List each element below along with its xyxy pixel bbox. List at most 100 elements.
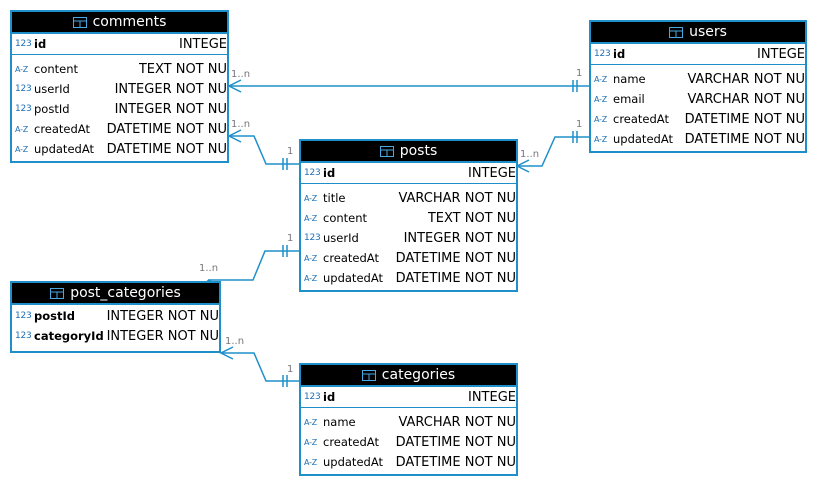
rel-label-one: 1	[287, 146, 294, 157]
column-type: TEXT NOT NU	[427, 210, 516, 226]
one-mark-postcategories-posts	[282, 245, 288, 257]
column-row[interactable]: 123 postId INTEGER NOT NU	[12, 99, 227, 119]
table-icon	[669, 26, 684, 38]
text-type-icon: A-Z	[594, 74, 608, 84]
column-name: postId	[34, 309, 75, 323]
column-type: VARCHAR NOT NU	[398, 190, 516, 206]
column-row[interactable]: A-Z updatedAt DATETIME NOT NU	[12, 139, 227, 159]
column-row[interactable]: 123 id INTEGE	[12, 34, 227, 54]
rel-label-many: 1..n	[231, 119, 251, 130]
entity-title: posts	[399, 143, 438, 159]
one-mark-comments-posts	[282, 158, 288, 170]
column-row[interactable]: 123 id INTEGE	[301, 163, 516, 183]
column-row[interactable]: A-Z createdAt DATETIME NOT NU	[591, 109, 805, 129]
column-name: name	[323, 415, 356, 429]
text-type-icon: A-Z	[304, 437, 318, 447]
pk-section: 123 id INTEGE	[591, 44, 805, 65]
text-type-icon: A-Z	[304, 457, 318, 467]
column-name: id	[34, 37, 47, 51]
table-icon	[379, 145, 394, 157]
entity-title: post_categories	[70, 285, 181, 301]
entity-title: categories	[381, 367, 456, 383]
column-row[interactable]: A-Z content TEXT NOT NU	[12, 59, 227, 79]
numeric-type-icon: 123	[15, 331, 32, 341]
rel-postcategories-posts	[208, 250, 299, 282]
rel-label-many: 1..n	[231, 69, 251, 80]
numeric-type-icon: 123	[304, 168, 321, 178]
column-type: DATETIME NOT NU	[684, 131, 805, 147]
column-type: VARCHAR NOT NU	[398, 414, 516, 430]
column-type: INTEGE	[467, 165, 516, 181]
column-type: INTEGER NOT NU	[114, 101, 227, 117]
column-type: INTEGE	[467, 389, 516, 405]
numeric-type-icon: 123	[304, 233, 321, 243]
entity-users[interactable]: users 123 id INTEGE A-Z name VARCHAR NOT…	[589, 20, 807, 153]
entity-categories[interactable]: categories 123 id INTEGE A-Z name VARCHA…	[299, 363, 518, 476]
column-row[interactable]: A-Z updatedAt DATETIME NOT NU	[591, 129, 805, 149]
column-name: id	[323, 390, 336, 404]
crowfoot-comments-posts	[227, 129, 242, 143]
crowfoot-comments-users	[227, 79, 242, 93]
column-row[interactable]: A-Z title VARCHAR NOT NU	[301, 188, 516, 208]
column-row[interactable]: A-Z email VARCHAR NOT NU	[591, 89, 805, 109]
column-row[interactable]: 123 userId INTEGER NOT NU	[12, 79, 227, 99]
column-name: createdAt	[613, 112, 669, 126]
rel-label-one: 1	[576, 119, 583, 130]
entity-header[interactable]: categories	[301, 365, 516, 387]
entity-comments[interactable]: comments 123 id INTEGE A-Z content TEXT …	[10, 10, 229, 163]
pk-section: 123 id INTEGE	[301, 387, 516, 408]
column-type: TEXT NOT NU	[138, 61, 227, 77]
entity-post-categories[interactable]: post_categories 123 postId INTEGER NOT N…	[10, 281, 221, 353]
table-icon	[361, 369, 376, 381]
one-mark-posts-users	[572, 131, 578, 143]
column-row[interactable]: 123 categoryId INTEGER NOT NU	[12, 326, 219, 346]
column-type: VARCHAR NOT NU	[687, 71, 805, 87]
column-list: A-Z name VARCHAR NOT NU A-Z createdAt DA…	[301, 408, 516, 472]
column-list: A-Z name VARCHAR NOT NU A-Z email VARCHA…	[591, 65, 805, 149]
column-type: INTEGER NOT NU	[114, 81, 227, 97]
column-row[interactable]: A-Z name VARCHAR NOT NU	[301, 412, 516, 432]
column-row[interactable]: A-Z content TEXT NOT NU	[301, 208, 516, 228]
column-type: DATETIME NOT NU	[395, 270, 516, 286]
column-name: userId	[323, 231, 359, 245]
column-type: INTEGE	[756, 46, 805, 62]
text-type-icon: A-Z	[304, 253, 318, 263]
column-row[interactable]: 123 id INTEGE	[591, 44, 805, 64]
column-type: DATETIME NOT NU	[684, 111, 805, 127]
one-mark-comments-users	[572, 80, 578, 92]
entity-title: comments	[92, 14, 167, 30]
entity-header[interactable]: users	[591, 22, 805, 44]
text-type-icon: A-Z	[594, 94, 608, 104]
column-name: name	[613, 72, 646, 86]
column-row[interactable]: A-Z createdAt DATETIME NOT NU	[12, 119, 227, 139]
column-row[interactable]: A-Z createdAt DATETIME NOT NU	[301, 248, 516, 268]
pk-section: 123 id INTEGE	[12, 34, 227, 55]
column-row[interactable]: A-Z updatedAt DATETIME NOT NU	[301, 268, 516, 288]
column-name: id	[323, 166, 336, 180]
column-name: postId	[34, 102, 70, 116]
column-name: content	[323, 211, 368, 225]
column-row[interactable]: A-Z name VARCHAR NOT NU	[591, 69, 805, 89]
column-row[interactable]: 123 userId INTEGER NOT NU	[301, 228, 516, 248]
entity-posts[interactable]: posts 123 id INTEGE A-Z title VARCHAR NO…	[299, 139, 518, 292]
entity-header[interactable]: post_categories	[12, 283, 219, 305]
column-name: updatedAt	[323, 455, 383, 469]
column-name: createdAt	[323, 435, 379, 449]
pk-section: 123 id INTEGE	[301, 163, 516, 184]
column-type: DATETIME NOT NU	[106, 141, 227, 157]
column-name: id	[613, 47, 626, 61]
entity-header[interactable]: comments	[12, 12, 227, 34]
column-type: INTEGE	[178, 36, 227, 52]
rel-label-many: 1..n	[199, 263, 219, 274]
column-name: updatedAt	[613, 132, 673, 146]
column-row[interactable]: A-Z createdAt DATETIME NOT NU	[301, 432, 516, 452]
column-row[interactable]: A-Z updatedAt DATETIME NOT NU	[301, 452, 516, 472]
column-row[interactable]: 123 postId INTEGER NOT NU	[12, 306, 219, 326]
column-type: INTEGER NOT NU	[106, 328, 219, 344]
column-row[interactable]: 123 id INTEGE	[301, 387, 516, 407]
column-name: createdAt	[323, 251, 379, 265]
text-type-icon: A-Z	[304, 213, 318, 223]
column-name: createdAt	[34, 122, 90, 136]
entity-header[interactable]: posts	[301, 141, 516, 163]
numeric-type-icon: 123	[15, 84, 32, 94]
